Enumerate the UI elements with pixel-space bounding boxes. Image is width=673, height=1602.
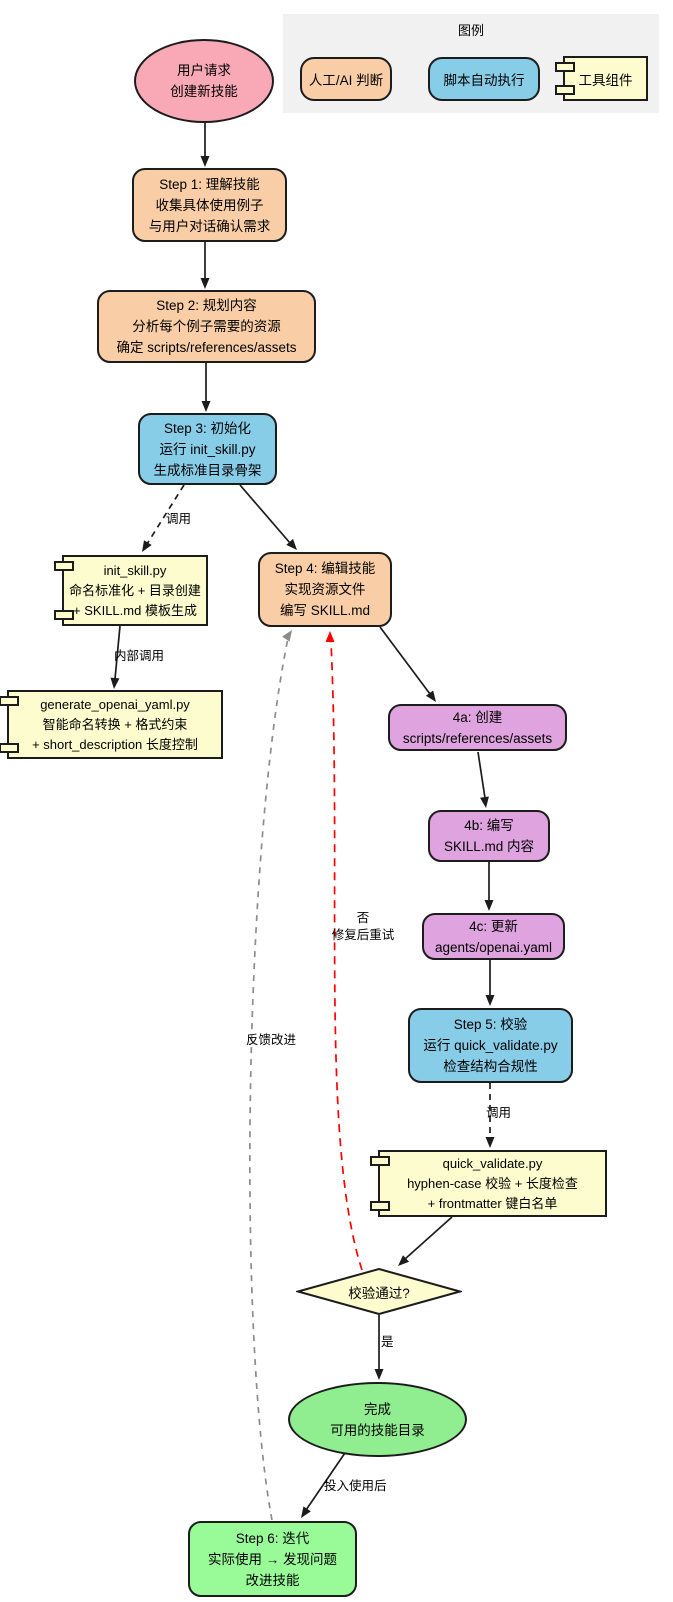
node-step2: Step 2: 规划内容 分析每个例子需要的资源 确定 scripts/refe… <box>97 290 316 363</box>
legend-item-manual-label: 人工/AI 判断 <box>308 73 384 88</box>
node-step1-line: 与用户对话确认需求 <box>148 218 271 234</box>
node-quick-validate-line: + frontmatter 键白名单 <box>427 1195 558 1211</box>
arrowheads <box>110 156 495 1518</box>
component-tab-icon <box>54 561 74 571</box>
node-init-skill-line: + SKILL.md 模板生成 <box>73 602 197 618</box>
node-step4-line: 编写 SKILL.md <box>279 603 371 618</box>
node-init-skill-tool: init_skill.py 命名标准化 + 目录创建 + SKILL.md 模板… <box>54 555 208 626</box>
node-step6-line: 实际使用 → 发现问题 <box>207 1551 337 1567</box>
node-start: 用户请求 创建新技能 <box>134 39 274 123</box>
edge-label-yes: 是 <box>381 1335 394 1349</box>
node-step3-line: Step 3: 初始化 <box>163 420 252 436</box>
legend-item-manual: 人工/AI 判断 <box>300 57 392 101</box>
edge-label-feedback: 反馈改进 <box>246 1033 297 1047</box>
legend-item-tool: 工具组件 <box>555 56 648 101</box>
edge-step6-step4-feedback <box>249 637 289 1521</box>
node-step5-line: Step 5: 校验 <box>453 1017 528 1032</box>
node-step2-line: 分析每个例子需要的资源 <box>132 319 281 334</box>
node-step4a-line: scripts/references/assets <box>402 730 553 746</box>
edge-label-after-deploy: 投入使用后 <box>324 1479 387 1493</box>
edge-label-no: 否 <box>356 911 370 925</box>
component-tab-icon <box>370 1156 390 1166</box>
node-start-line: 创建新技能 <box>170 84 238 99</box>
node-step2-line: Step 2: 规划内容 <box>156 298 257 313</box>
node-quick-validate-tool: quick_validate.py hyphen-case 校验 + 长度检查 … <box>370 1150 607 1217</box>
node-generate-line: 智能命名转换 + 格式约束 <box>42 716 188 732</box>
edge-step3-step4 <box>239 484 291 544</box>
legend-item-script-label: 脚本自动执行 <box>443 73 525 88</box>
node-step4a: 4a: 创建 scripts/references/assets <box>388 704 567 751</box>
node-step4b-line: 4b: 编写 <box>464 818 514 833</box>
node-decision: 校验通过? <box>296 1268 462 1315</box>
node-step4c-line: agents/openai.yaml <box>434 939 553 955</box>
edge-done-step6 <box>305 1449 348 1511</box>
node-init-skill-line: 命名标准化 + 目录创建 <box>69 582 201 598</box>
edge-step3-inittool <box>146 484 185 545</box>
node-done: 完成 可用的技能目录 <box>288 1382 467 1457</box>
component-tab-icon <box>0 696 19 706</box>
node-step4-line: 实现资源文件 <box>284 582 366 597</box>
component-tab-icon <box>0 743 19 753</box>
node-step1-line: Step 1: 理解技能 <box>159 176 260 192</box>
node-step4: Step 4: 编辑技能 实现资源文件 编写 SKILL.md <box>258 552 392 627</box>
legend-panel: 图例 人工/AI 判断 脚本自动执行 工具组件 <box>283 14 659 113</box>
feedback-arrowhead <box>282 630 292 642</box>
node-step4a-line: 4a: 创建 <box>452 709 503 725</box>
node-step5: Step 5: 校验 运行 quick_validate.py 检查结构合规性 <box>408 1008 573 1083</box>
component-tab-icon <box>370 1201 390 1211</box>
node-generate-openai-yaml-tool: generate_openai_yaml.py 智能命名转换 + 格式约束 + … <box>0 690 223 759</box>
node-step2-line: 确定 scripts/references/assets <box>116 340 297 355</box>
retry-arrowhead <box>325 631 335 642</box>
node-step3-line: 生成标准目录骨架 <box>153 462 262 478</box>
edge-step4-4a <box>379 626 431 695</box>
legend-title: 图例 <box>457 23 484 38</box>
node-step3: Step 3: 初始化 运行 init_skill.py 生成标准目录骨架 <box>138 413 277 485</box>
node-step4c: 4c: 更新 agents/openai.yaml <box>422 913 565 960</box>
node-step4-line: Step 4: 编辑技能 <box>274 561 376 576</box>
edge-inittool-generatetool <box>114 625 121 680</box>
node-generate-line: + short_description 长度控制 <box>32 736 198 752</box>
node-step6-line: 改进技能 <box>245 1572 300 1588</box>
edge-label-internal-call: 内部调用 <box>114 649 165 663</box>
node-step6: Step 6: 迭代 实际使用 → 发现问题 改进技能 <box>188 1521 357 1597</box>
component-tab-icon <box>555 62 575 72</box>
legend-item-tool-label: 工具组件 <box>578 72 633 88</box>
node-step4b-line: SKILL.md 内容 <box>443 839 535 854</box>
node-generate-line: generate_openai_yaml.py <box>40 696 190 712</box>
edge-label-retry: 修复后重试 <box>331 928 395 942</box>
edge-label-call-init: 调用 <box>166 512 192 526</box>
node-step1-line: 收集具体使用例子 <box>155 197 264 213</box>
edge-4a-4b <box>477 751 486 799</box>
node-step4b: 4b: 编写 SKILL.md 内容 <box>428 810 550 862</box>
node-done-line: 完成 <box>364 1401 391 1417</box>
node-step3-line: 运行 init_skill.py <box>159 441 256 457</box>
node-step4c-line: 4c: 更新 <box>469 918 518 934</box>
edge-decision-step4-retry <box>330 641 363 1271</box>
component-tab-icon <box>54 610 74 620</box>
node-start-line: 用户请求 <box>177 63 231 78</box>
node-step5-line: 运行 quick_validate.py <box>423 1038 558 1053</box>
edge-label-call-validate: 调用 <box>486 1106 512 1120</box>
node-step1: Step 1: 理解技能 收集具体使用例子 与用户对话确认需求 <box>132 168 287 242</box>
edge-validatetool-decision <box>404 1216 453 1260</box>
component-tab-icon <box>555 85 575 95</box>
node-done-line: 可用的技能目录 <box>330 1422 425 1438</box>
node-quick-validate-line: quick_validate.py <box>442 1155 543 1171</box>
legend-item-script: 脚本自动执行 <box>428 57 540 101</box>
node-init-skill-line: init_skill.py <box>103 562 167 578</box>
node-quick-validate-line: hyphen-case 校验 + 长度检查 <box>407 1175 578 1191</box>
edge-label-no-retry: 否 修复后重试 <box>326 910 400 944</box>
node-step6-line: Step 6: 迭代 <box>235 1530 310 1546</box>
decision-diamond-shape <box>296 1268 462 1315</box>
node-step5-line: 检查结构合规性 <box>443 1059 538 1074</box>
node-decision-label: 校验通过? <box>348 1285 410 1301</box>
